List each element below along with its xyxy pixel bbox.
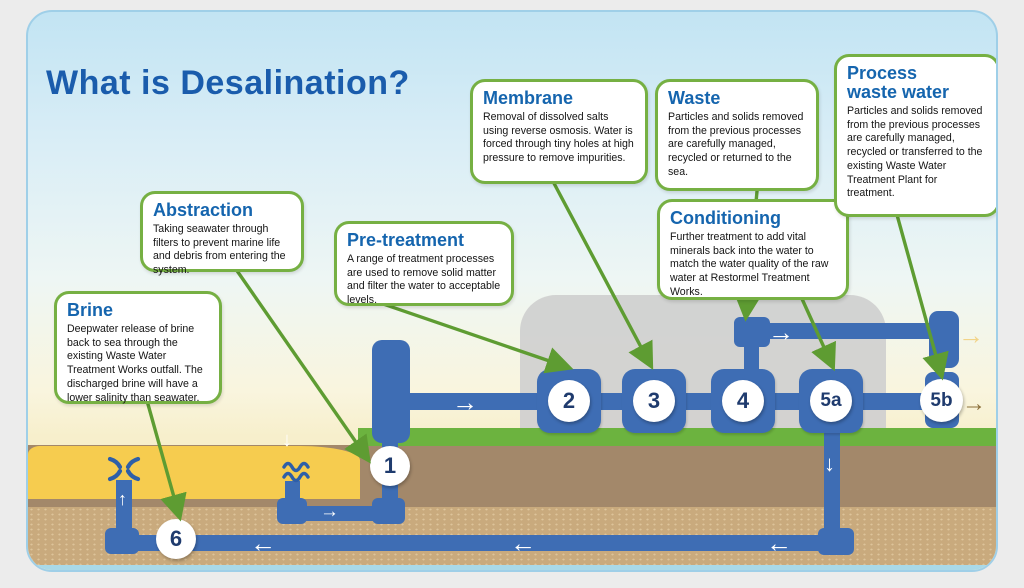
callout-membrane-body: Removal of dissolved salts using reverse… xyxy=(483,110,634,165)
flow-right-icon: → xyxy=(320,501,339,522)
sea-wave-icon xyxy=(282,461,310,483)
callout-waste: Waste Particles and solids removed from … xyxy=(655,79,819,191)
callout-abstraction: Abstraction Taking seawater through filt… xyxy=(140,191,304,276)
stage-5a-badge: 5a xyxy=(810,380,852,422)
callout-brine: Brine Deepwater release of brine back to… xyxy=(54,291,222,404)
callout-pretreatment: Pre-treatment A range of treatment proce… xyxy=(334,221,514,306)
stage-4-label: 4 xyxy=(736,388,750,413)
stage-2-label: 2 xyxy=(562,388,576,413)
stage-2-badge: 2 xyxy=(548,380,590,422)
stage-2-box: 2 xyxy=(537,369,601,433)
waste-junction-stub xyxy=(744,345,759,371)
stage-5b-badge: 5b xyxy=(920,379,963,422)
stage-5a-box: 5a xyxy=(799,369,863,433)
stage-5a-label: 5a xyxy=(820,390,842,411)
page-title: What is Desalination? xyxy=(46,64,410,102)
waste-junction xyxy=(734,317,770,347)
water-out-arrow-icon: → xyxy=(962,390,986,417)
callout-brine-title: Brine xyxy=(67,300,114,320)
callout-conditioning-title: Conditioning xyxy=(670,208,781,228)
flow-left-icon: ← xyxy=(510,528,536,558)
stage-6-badge: 6 xyxy=(156,519,196,559)
intake-stub xyxy=(285,481,300,501)
callout-pretreatment-title: Pre-treatment xyxy=(347,230,465,250)
infographic-card: → → → ↓ ↑ ↓ ← ← ← → → 2 3 4 xyxy=(26,10,998,572)
callout-process-waste-water: Process waste water Particles and solids… xyxy=(834,54,996,217)
pump-station-tank xyxy=(372,340,410,443)
groundwater-strip xyxy=(28,565,996,570)
waste-out-cap xyxy=(929,311,959,368)
callout-abstraction-title: Abstraction xyxy=(153,200,254,220)
callout-membrane-title: Membrane xyxy=(483,88,574,108)
stage-1-badge: 1 xyxy=(370,446,410,486)
flow-down-icon: ↓ xyxy=(824,451,835,476)
stage-3-box: 3 xyxy=(622,369,686,433)
callout-brine-body: Deepwater release of brine back to sea t… xyxy=(67,322,203,404)
callout-conditioning: Conditioning Further treatment to add vi… xyxy=(657,199,849,300)
intake-pipe xyxy=(300,506,378,521)
stage-3-badge: 3 xyxy=(633,380,675,422)
callout-waste-body: Particles and solids removed from the pr… xyxy=(668,110,804,178)
stage-1-label: 1 xyxy=(383,453,397,478)
callout-waste-title: Waste xyxy=(668,88,721,108)
waste-out-pipe xyxy=(748,323,940,339)
flow-right-icon: → xyxy=(452,387,478,417)
outfall-pipe xyxy=(116,480,132,542)
diffuser-splash-icon xyxy=(107,456,141,482)
intake-down-icon: ↓ xyxy=(282,429,292,451)
outfall-up-icon: ↑ xyxy=(118,489,127,509)
stage5a-down-pipe xyxy=(824,432,840,536)
flow-left-icon: ← xyxy=(766,528,792,558)
callout-process-waste-water-body: Particles and solids removed from the pr… xyxy=(847,104,983,200)
callout-membrane: Membrane Removal of dissolved salts usin… xyxy=(470,79,648,184)
flow-right-icon: → xyxy=(768,317,794,347)
stage-5b-label: 5b xyxy=(930,389,953,411)
callout-conditioning-body: Further treatment to add vital minerals … xyxy=(670,230,829,298)
stage-4-box: 4 xyxy=(711,369,775,433)
stage-4-badge: 4 xyxy=(722,380,764,422)
waste-out-arrow-icon: → xyxy=(958,320,984,350)
stage-6-label: 6 xyxy=(169,526,183,551)
brine-return-pipe xyxy=(138,535,850,551)
stage-3-label: 3 xyxy=(647,388,661,413)
callout-pretreatment-body: A range of treatment processes are used … xyxy=(347,252,501,307)
flow-left-icon: ← xyxy=(250,528,276,558)
callout-process-waste-water-title: Process waste water xyxy=(847,63,950,102)
callout-abstraction-body: Taking seawater through filters to preve… xyxy=(153,222,286,277)
